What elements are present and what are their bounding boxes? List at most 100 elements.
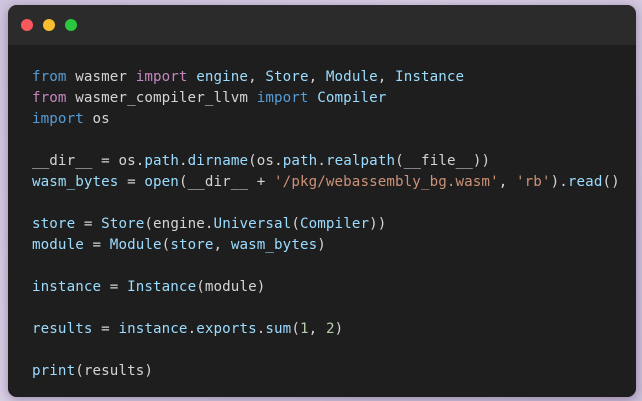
code-token: import: [135, 69, 188, 85]
code-token: from: [32, 90, 67, 106]
code-line: module = Module(store, wasm_bytes): [32, 235, 636, 256]
code-token: os: [256, 153, 275, 169]
code-token: (: [395, 153, 404, 169]
code-token: print: [32, 363, 76, 379]
code-token: ,: [308, 69, 326, 85]
code-token: results: [32, 321, 93, 337]
code-token: ): [334, 321, 344, 337]
code-token: Instance: [127, 279, 197, 295]
code-token: open: [144, 174, 179, 190]
code-token: dirname: [187, 153, 249, 169]
code-token: __file__: [403, 153, 473, 169]
code-line: instance = Instance(module): [32, 277, 636, 298]
code-token: +: [248, 174, 275, 190]
code-token: =: [92, 153, 119, 169]
code-token: )): [369, 216, 387, 232]
code-token: 'rb': [516, 174, 551, 190]
code-token: '/pkg/webassembly_bg.wasm': [274, 174, 499, 190]
code-line: from wasmer_compiler_llvm import Compile…: [32, 88, 636, 109]
code-line: [32, 193, 636, 214]
code-token: (: [291, 216, 300, 232]
code-token: exports: [196, 321, 257, 337]
code-token: module: [204, 279, 257, 295]
code-token: [309, 90, 318, 106]
code-line: __dir__ = os.path.dirname(os.path.realpa…: [32, 151, 636, 172]
code-editor[interactable]: from wasmer import engine, Store, Module…: [8, 45, 636, 397]
code-token: .: [178, 153, 188, 169]
code-token: wasm_bytes: [32, 174, 119, 190]
code-token: instance: [32, 279, 102, 295]
code-window: from wasmer import engine, Store, Module…: [8, 5, 636, 397]
code-line: results = instance.exports.sum(1, 2): [32, 319, 636, 340]
code-token: =: [101, 279, 128, 295]
code-token: ): [144, 363, 154, 379]
code-token: ,: [248, 69, 266, 85]
code-token: .: [187, 321, 197, 337]
maximize-window-button[interactable]: [65, 19, 77, 31]
code-token: os: [83, 111, 110, 127]
code-token: engine: [187, 69, 249, 85]
close-window-button[interactable]: [21, 19, 33, 31]
code-token: wasmer_compiler_llvm: [66, 90, 257, 106]
code-line: import os: [32, 109, 636, 130]
code-token: =: [118, 174, 145, 190]
code-token: path: [282, 153, 318, 169]
code-token: __dir__: [187, 174, 249, 190]
code-line: [32, 130, 636, 151]
code-token: (: [178, 174, 188, 190]
code-token: wasmer: [66, 69, 136, 85]
code-token: ,: [213, 237, 231, 253]
code-token: Universal: [213, 216, 292, 232]
code-token: (: [196, 279, 205, 295]
code-token: =: [83, 237, 110, 253]
window-titlebar: [8, 5, 636, 45]
code-token: ): [317, 237, 326, 253]
code-token: Module: [109, 237, 162, 253]
code-token: .: [317, 153, 326, 169]
code-token: engine: [153, 216, 205, 232]
code-token: sum: [265, 321, 292, 337]
code-line: store = Store(engine.Universal(Compiler)…: [32, 214, 636, 235]
code-token: (: [161, 237, 171, 253]
code-token: (: [144, 216, 154, 232]
code-token: Store: [265, 69, 309, 85]
code-line: print(results): [32, 361, 636, 382]
code-token: import: [32, 111, 84, 127]
code-line: [32, 298, 636, 319]
code-token: ).: [550, 174, 568, 190]
code-token: (): [602, 174, 620, 190]
code-token: Compiler: [299, 216, 370, 232]
code-token: instance: [118, 321, 188, 337]
code-token: os: [118, 153, 136, 169]
code-token: )): [472, 153, 491, 169]
code-token: 1: [299, 321, 309, 337]
code-token: store: [32, 216, 76, 232]
code-token: Module: [325, 69, 378, 85]
code-token: from: [32, 69, 67, 85]
code-token: .: [204, 216, 214, 232]
code-token: __dir__: [32, 153, 93, 169]
code-token: realpath: [325, 153, 396, 169]
code-token: ,: [308, 321, 326, 337]
code-token: (: [291, 321, 300, 337]
code-token: =: [92, 321, 119, 337]
code-token: module: [32, 237, 84, 253]
code-token: =: [75, 216, 102, 232]
code-line: from wasmer import engine, Store, Module…: [32, 67, 636, 88]
code-line: [32, 256, 636, 277]
code-token: (: [75, 363, 84, 379]
code-token: .: [135, 153, 145, 169]
code-token: wasm_bytes: [230, 237, 318, 253]
code-token: read: [567, 174, 603, 190]
code-token: .: [274, 153, 283, 169]
code-token: store: [170, 237, 214, 253]
code-token: 2: [325, 321, 335, 337]
code-line: [32, 340, 636, 361]
code-line: wasm_bytes = open(__dir__ + '/pkg/webass…: [32, 172, 636, 193]
code-token: Compiler: [317, 90, 387, 106]
minimize-window-button[interactable]: [43, 19, 55, 31]
code-token: .: [256, 321, 266, 337]
code-token: (: [248, 153, 257, 169]
code-token: ): [256, 279, 266, 295]
